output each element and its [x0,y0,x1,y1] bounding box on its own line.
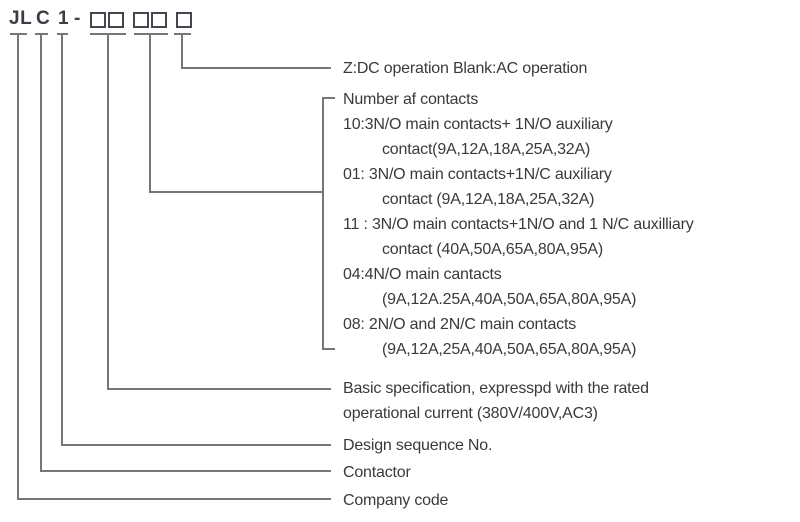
callout-design-sequence: Design sequence No. [343,437,493,454]
callout-contactor: Contactor [343,464,411,481]
leader-contactor-vline [40,34,42,472]
callout-contacts-line: contact (9A,12A,18A,25A,32A) [382,191,595,208]
callout-contacts-line: 11 : 3N/O main contacts+1N/O and 1 N/C a… [343,216,694,233]
code-box-contacts-2 [151,12,167,28]
leader-operation-hline [181,67,331,69]
callout-basic-spec-line2: operational current (380V/400V,AC3) [343,405,598,422]
callout-contacts-line: contact(9A,12A,18A,25A,32A) [382,141,591,158]
code-box-spec-1 [90,12,106,28]
callout-contacts-line: contact (40A,50A,65A,80A,95A) [382,241,604,258]
callout-contacts-line: 10:3N/O main contacts+ 1N/O auxiliary [343,116,613,133]
contacts-bracket-top-tick [322,97,335,99]
code-box-operation [176,12,192,28]
callout-contacts-line: 01: 3N/O main contacts+1N/C auxiliary [343,166,612,183]
code-dash: - [74,8,81,29]
callout-contacts-line: (9A,12A.25A,40A,50A,65A,80A,95A) [382,291,637,308]
leader-company-hline [17,498,331,500]
callout-contacts-line: 04:4N/O main cantacts [343,266,502,283]
code-box-spec-2 [108,12,124,28]
leader-contactor-hline [40,470,331,472]
code-design-digit: 1 [58,8,70,29]
leader-design-hline [61,444,331,446]
leader-operation-vline [181,34,183,69]
leader-contacts-vline [149,34,151,193]
leader-spec-vline [107,34,109,390]
contacts-bracket-vline [322,97,324,350]
callout-operation: Z:DC operation Blank:AC operation [343,60,588,77]
code-company-letters: JL [9,8,33,29]
leader-contacts-hline [149,191,324,193]
callout-contacts-line: 08: 2N/O and 2N/C main contacts [343,316,577,333]
leader-design-vline [61,34,63,446]
contacts-bracket-bottom-tick [322,348,335,350]
code-box-contacts-1 [133,12,149,28]
tick-contacts [134,33,168,35]
callout-company-code: Company code [343,492,449,509]
leader-company-vline [17,34,19,500]
callout-contacts-heading: Number af contacts [343,91,479,108]
callout-contacts-line: (9A,12A,25A,40A,50A,65A,80A,95A) [382,341,637,358]
callout-basic-spec-line1: Basic specification, expresspd with the … [343,380,649,397]
leader-spec-hline [107,388,331,390]
code-contactor-letter: C [36,8,51,29]
